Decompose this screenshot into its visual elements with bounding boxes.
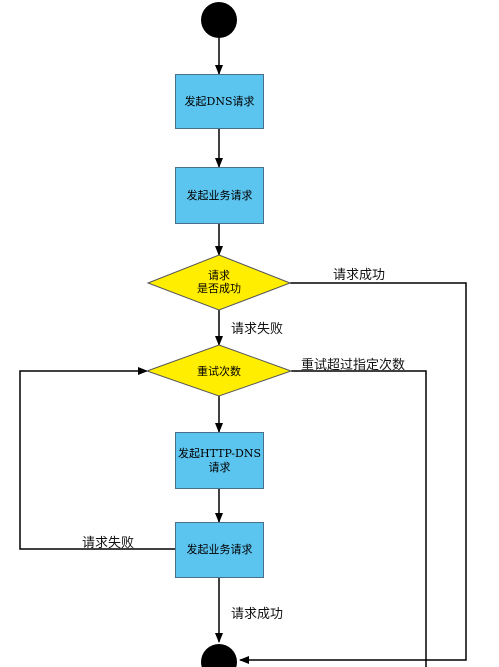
- business-request-box-1: 发起业务请求: [175, 167, 264, 224]
- edge-label-retry-exceeded: 重试超过指定次数: [301, 358, 406, 373]
- dns-request-box: 发起DNS请求: [175, 74, 264, 129]
- decision-label-line1: 请求: [208, 269, 230, 282]
- business-request-label-2: 发起业务请求: [186, 543, 253, 556]
- edge-label-request-success-2: 请求成功: [231, 607, 284, 622]
- request-success-decision-shape: [146, 254, 292, 311]
- httpdns-request-label-line1: 发起HTTP-DNS: [178, 446, 261, 460]
- edge-label-request-success-1: 请求成功: [333, 268, 386, 283]
- edge-label-request-failed-2: 请求失败: [82, 536, 135, 551]
- edge-failed-loop-back: [19, 367, 175, 550]
- httpdns-request-box: 发起HTTP-DNS 请求: [175, 432, 264, 489]
- start-node: [201, 2, 237, 38]
- retry-count-label: 重试次数: [197, 365, 241, 378]
- httpdns-request-label-line2: 请求: [208, 460, 231, 474]
- request-success-decision-label: 请求 是否成功: [179, 269, 259, 295]
- retry-count-decision-shape: [145, 344, 293, 397]
- business-request-box-2: 发起业务请求: [175, 522, 264, 578]
- business-request-label-1: 发起业务请求: [186, 188, 253, 202]
- edge-label-request-failed-1: 请求失败: [231, 322, 284, 337]
- edge-success-to-end: [239, 282, 467, 664]
- retry-count-decision-label: 重试次数: [179, 365, 259, 378]
- dns-request-label: 发起DNS请求: [184, 94, 255, 108]
- edge-retry-exceeded-to-end: [291, 370, 427, 667]
- decision-label-line2: 是否成功: [197, 282, 241, 295]
- end-node: [201, 644, 237, 667]
